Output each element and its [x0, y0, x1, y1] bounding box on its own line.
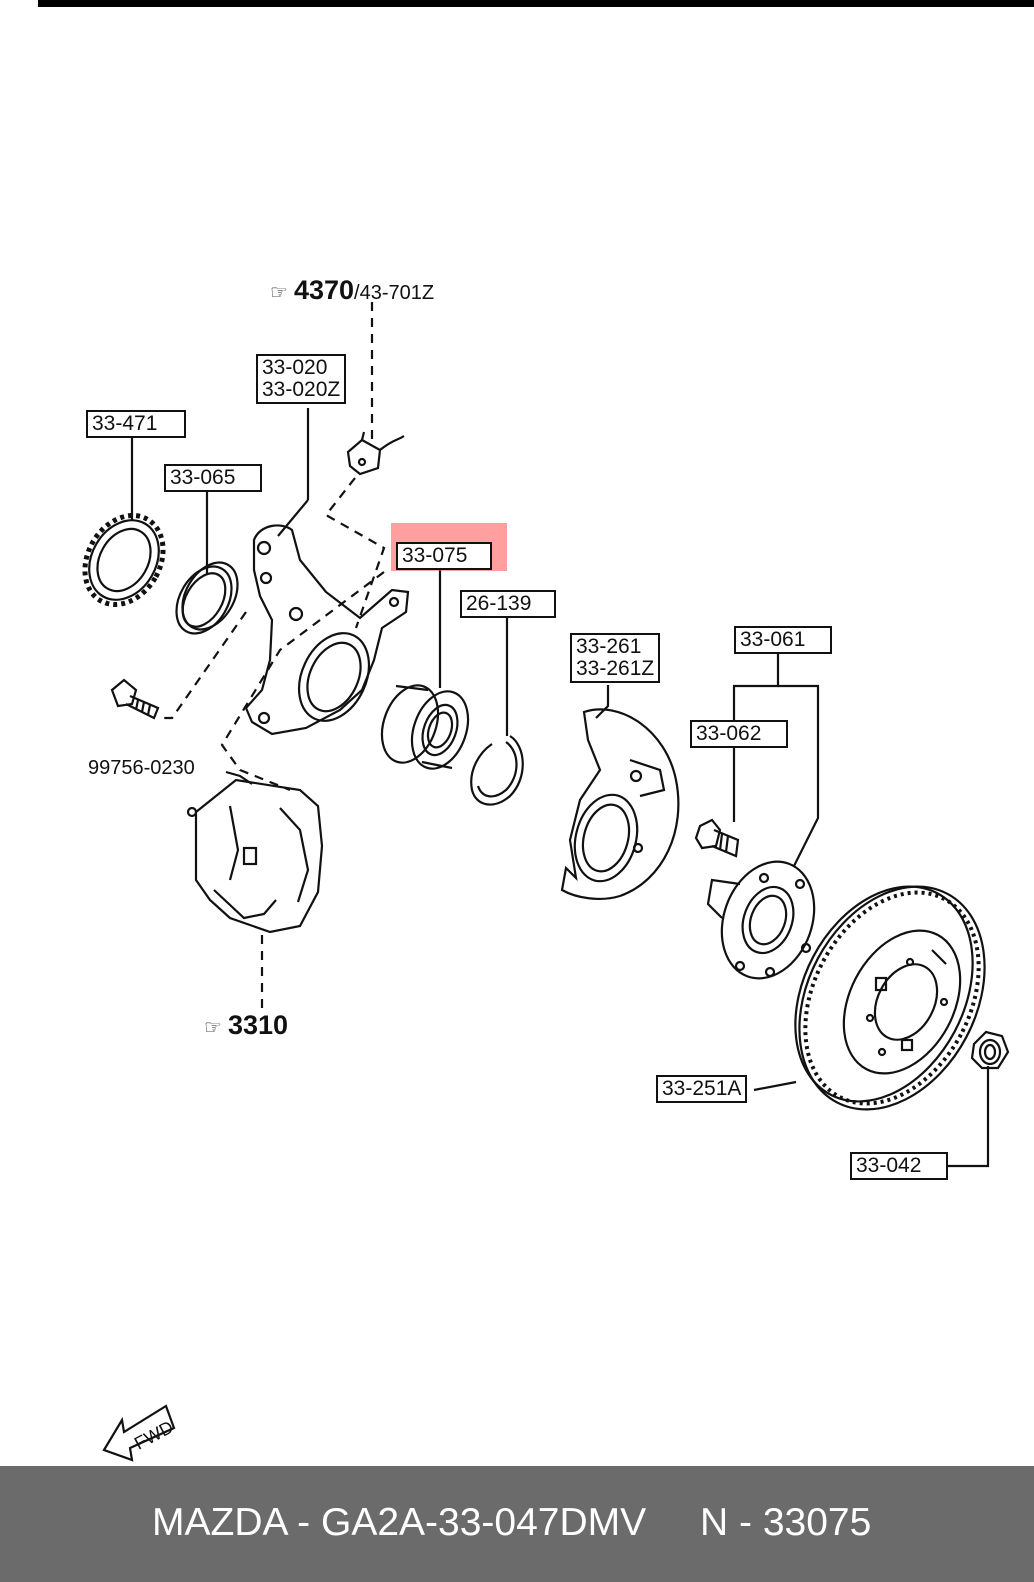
snap-ring	[470, 735, 524, 806]
ref-3310[interactable]: ☞3310	[204, 1011, 288, 1039]
part-number: 33-020Z	[262, 378, 341, 402]
part-label-99756-0230[interactable]: 99756-0230	[88, 757, 195, 779]
ref-3310-main: 3310	[227, 1010, 289, 1040]
brake-disc	[794, 885, 986, 1111]
part-label-33-061[interactable]: 33-061	[734, 626, 832, 655]
part-label-33-251A[interactable]: 33-251A	[656, 1075, 748, 1104]
ref-4370[interactable]: ☞4370/43-701Z	[270, 276, 434, 304]
part-label-33-042[interactable]: 33-042	[850, 1152, 948, 1181]
dashed-guides	[162, 302, 386, 1010]
sensor-rotor-ring	[82, 512, 166, 608]
wheel-hub	[706, 860, 816, 980]
part-number: 33-261Z	[576, 657, 655, 681]
part-label-33-020[interactable]: 33-020 33-020Z	[256, 354, 347, 405]
wheel-bearing	[380, 684, 470, 770]
oil-seal	[175, 561, 239, 635]
steering-knuckle	[244, 524, 410, 736]
abs-sensor	[346, 431, 405, 476]
part-label-33-471[interactable]: 33-471	[86, 410, 186, 439]
fwd-arrow-icon	[102, 1404, 176, 1462]
part-label-33-261[interactable]: 33-261 33-261Z	[570, 633, 661, 684]
hand-pointer-icon: ☞	[204, 1017, 222, 1039]
hub-bolt	[694, 818, 740, 858]
brake-caliper	[186, 770, 324, 934]
part-label-33-062[interactable]: 33-062	[690, 720, 788, 749]
ref-4370-main: 4370	[293, 275, 355, 305]
footer-catalog-number: N - 33075	[700, 1501, 872, 1544]
leader-lines	[130, 408, 990, 1168]
lock-nut	[970, 1030, 1010, 1070]
hand-pointer-icon: ☞	[270, 282, 288, 304]
dust-shield	[560, 708, 680, 900]
part-label-26-139[interactable]: 26-139	[460, 590, 556, 619]
top-rule	[38, 0, 1034, 7]
part-number: 33-020	[262, 356, 328, 379]
part-number: 33-261	[576, 635, 642, 658]
footer-banner: MAZDA - GA2A-33-047DMV N - 33075	[0, 1466, 1034, 1582]
part-label-33-075[interactable]: 33-075	[396, 542, 492, 571]
ref-4370-sub: /43-701Z	[354, 282, 435, 304]
bolt	[110, 678, 160, 720]
footer-part-title: MAZDA - GA2A-33-047DMV	[152, 1501, 647, 1544]
exploded-parts-diagram: FWD	[82, 302, 1010, 1462]
part-label-33-065[interactable]: 33-065	[164, 464, 262, 493]
